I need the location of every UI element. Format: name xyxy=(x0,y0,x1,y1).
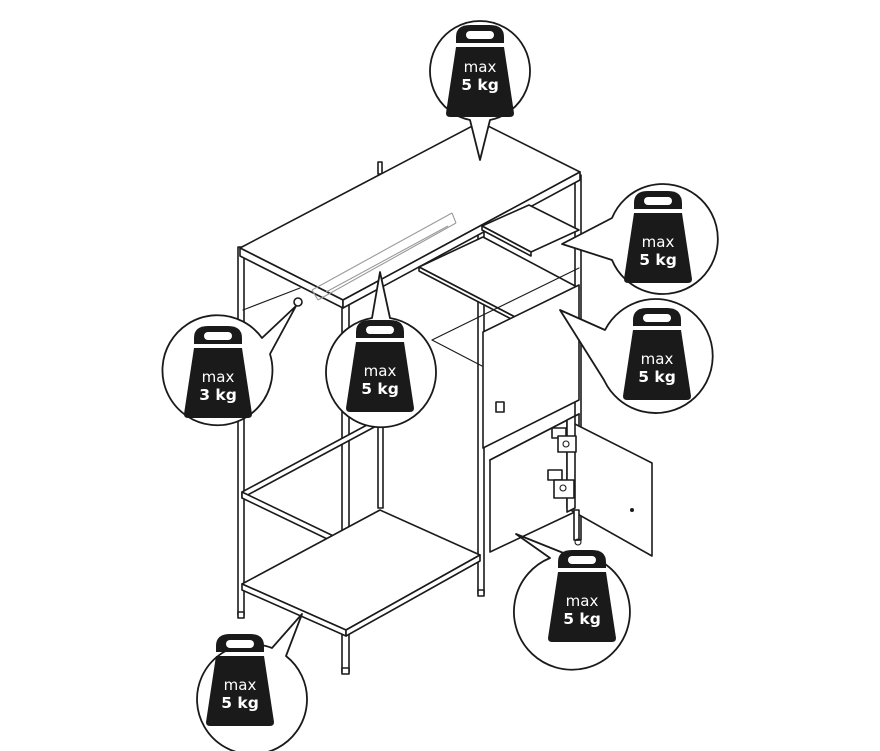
shelving-unit xyxy=(237,121,653,675)
label-bottom-shelf-value: 5 kg xyxy=(221,694,259,712)
load-label-hanging-rail: max 5 kg xyxy=(325,271,437,429)
cabinet-knob xyxy=(495,401,505,413)
hinge-upper xyxy=(551,427,577,453)
load-label-middle-right: max 5 kg xyxy=(559,298,714,414)
right-shelves xyxy=(418,204,580,367)
label-bottom-shelf-prefix: max xyxy=(224,676,257,694)
label-cabinet-floor-prefix: max xyxy=(566,592,599,610)
label-left-shelf-prefix: max xyxy=(202,368,235,386)
left-shelves xyxy=(241,287,481,637)
feet xyxy=(237,589,485,675)
label-left-shelf-value: 3 kg xyxy=(199,386,237,404)
load-label-top: max 5 kg xyxy=(429,20,531,161)
load-label-upper-right: max 5 kg xyxy=(561,183,719,295)
label-upper-right-prefix: max xyxy=(642,233,675,251)
label-upper-right-value: 5 kg xyxy=(639,251,677,269)
label-top-value: 5 kg xyxy=(461,76,499,94)
load-label-bottom-shelf: max 5 kg xyxy=(196,613,308,751)
load-label-left-shelf: max 3 kg xyxy=(161,305,297,427)
cabinet xyxy=(482,284,653,557)
label-hanging-rail-value: 5 kg xyxy=(361,380,399,398)
rail-bracket xyxy=(293,297,303,307)
hinge-lower xyxy=(547,469,575,499)
label-hanging-rail-prefix: max xyxy=(364,362,397,380)
label-middle-right-value: 5 kg xyxy=(638,368,676,386)
load-label-cabinet-floor: max 5 kg xyxy=(513,533,631,671)
label-cabinet-floor-value: 5 kg xyxy=(563,610,601,628)
label-top-prefix: max xyxy=(464,58,497,76)
label-middle-right-prefix: max xyxy=(641,350,674,368)
top-board xyxy=(239,121,581,309)
